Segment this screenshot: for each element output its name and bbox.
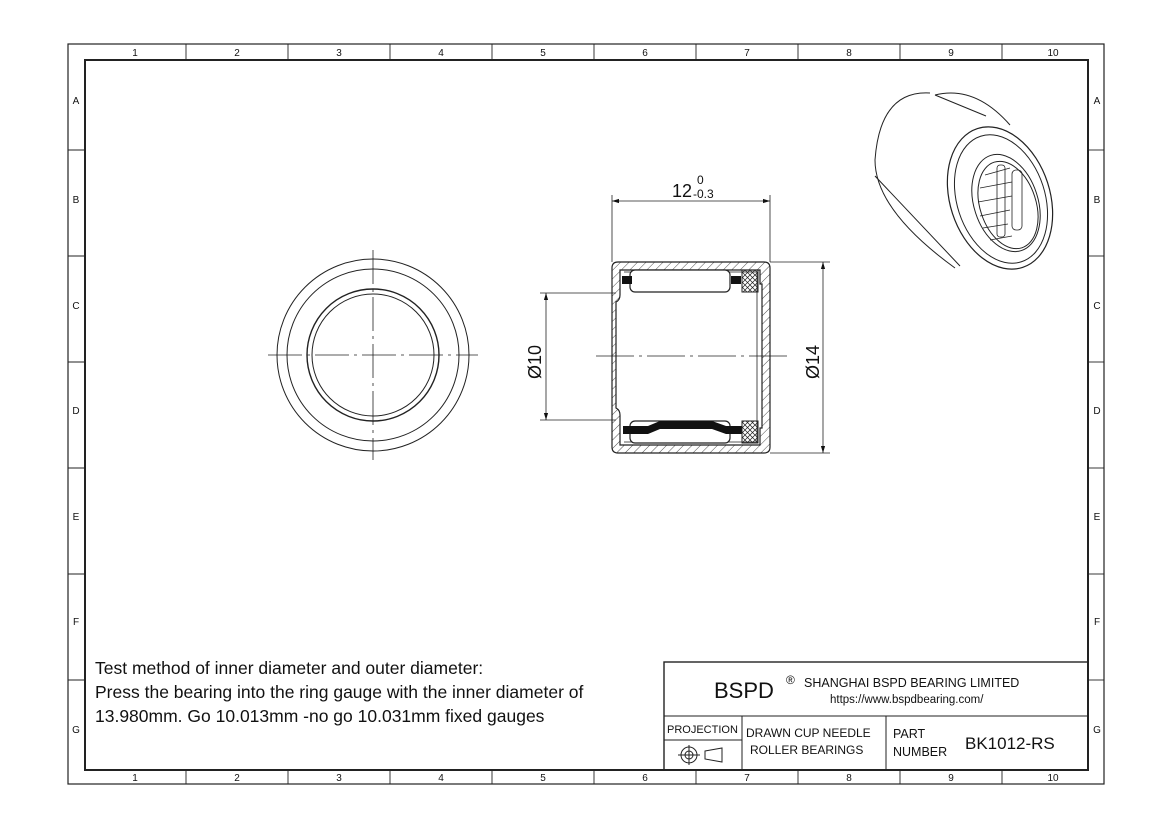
part-number: BK1012-RS: [965, 734, 1055, 753]
description-line2: ROLLER BEARINGS: [750, 743, 863, 757]
column-label: 7: [744, 773, 750, 784]
upper-seal: [741, 269, 759, 293]
column-label: 1: [132, 48, 138, 59]
front-view: [268, 250, 478, 460]
upper-cage: [731, 276, 741, 284]
company-name: SHANGHAI BSPD BEARING LIMITED: [804, 676, 1019, 690]
description-line1: DRAWN CUP NEEDLE: [746, 726, 871, 740]
row-label: B: [1094, 195, 1101, 206]
outer-cup-shell: [611, 261, 771, 454]
brand-logo: BSPD: [714, 678, 774, 703]
lower-seal: [741, 420, 759, 444]
column-label: 8: [846, 48, 852, 59]
row-label: E: [73, 512, 80, 523]
length-value: 12: [672, 181, 692, 201]
part-label-line2: NUMBER: [893, 745, 947, 759]
company-website: https://www.bspdbearing.com/: [830, 694, 984, 706]
column-label: 7: [744, 48, 750, 59]
row-label: C: [72, 301, 79, 312]
dimension-texts: 12 0 -0.3 Ø10 Ø14: [525, 173, 823, 379]
row-label: B: [73, 195, 80, 206]
note-line: Press the bearing into the ring gauge wi…: [95, 682, 584, 702]
row-label: D: [1093, 406, 1100, 417]
column-label: 4: [438, 773, 444, 784]
column-label: 2: [234, 48, 240, 59]
row-label: F: [73, 617, 79, 628]
column-label: 8: [846, 773, 852, 784]
column-label: 5: [540, 773, 546, 784]
column-label: 10: [1047, 48, 1059, 59]
column-labels: 1 2 3 4 5 6 7 8 9 10 1 2 3 4 5 6 7 8 9 1…: [132, 48, 1059, 784]
column-label: 9: [948, 48, 954, 59]
projection-symbol: [678, 745, 723, 765]
isometric-bearing-view: [874, 92, 1054, 270]
upper-needle-roller: [629, 269, 731, 293]
column-label: 2: [234, 773, 240, 784]
note-line: Test method of inner diameter and outer …: [95, 658, 484, 678]
row-labels: A B C D E F G A B C D E F G: [72, 96, 1101, 736]
column-label: 6: [642, 48, 648, 59]
front-view-centerlines: [268, 250, 478, 460]
lower-cage: [623, 421, 742, 434]
registered-mark: ®: [786, 673, 795, 687]
column-label: 1: [132, 773, 138, 784]
part-label-line1: PART: [893, 727, 926, 741]
row-label: A: [73, 96, 80, 107]
section-view: [596, 261, 788, 454]
column-label: 9: [948, 773, 954, 784]
note-line: 13.980mm. Go 10.013mm -no go 10.031mm fi…: [95, 706, 545, 726]
column-label: 3: [336, 48, 342, 59]
drawing-frame: [67, 43, 1105, 785]
column-label: 5: [540, 48, 546, 59]
column-label: 10: [1047, 773, 1059, 784]
column-label: 3: [336, 773, 342, 784]
length-tolerance-upper: 0: [697, 173, 704, 187]
column-label: 4: [438, 48, 444, 59]
title-block-texts: BSPD ® SHANGHAI BSPD BEARING LIMITED htt…: [667, 673, 1055, 759]
row-label: G: [1093, 725, 1101, 736]
row-label: C: [1093, 301, 1100, 312]
row-label: E: [1094, 512, 1101, 523]
projection-label: PROJECTION: [667, 724, 738, 736]
dimensions: [540, 195, 830, 454]
upper-cage: [622, 276, 632, 284]
row-label: D: [72, 406, 79, 417]
title-block: [663, 661, 1089, 771]
column-label: 6: [642, 773, 648, 784]
outer-diameter-value: Ø14: [803, 345, 823, 379]
length-tolerance-lower: -0.3: [693, 187, 714, 201]
row-label: F: [1094, 617, 1100, 628]
row-label: A: [1094, 96, 1101, 107]
inner-diameter-value: Ø10: [525, 345, 545, 379]
test-method-notes: Test method of inner diameter and outer …: [95, 656, 665, 728]
row-label: G: [72, 725, 80, 736]
